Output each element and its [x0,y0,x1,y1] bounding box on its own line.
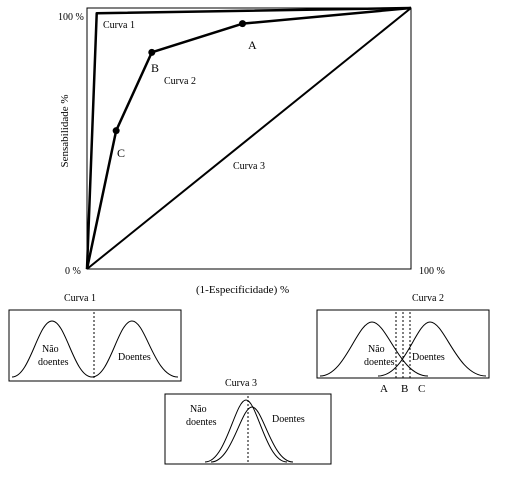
panel-curva2-nondiseased-line2: doentes [364,357,395,368]
panel-curva2-diseased-label: Doentes [412,352,445,363]
marker-c-dot [112,127,120,135]
x-axis-label: (1-Especificidade) % [196,284,289,296]
panel-curva2-distribution-nondiseased [319,321,429,377]
panel-curva3-nondiseased-line2: doentes [186,417,217,428]
panel-curva3-frame [164,393,332,465]
panel-curva2-cutoff-a-label: A [380,383,388,395]
panel-curva3-distribution-diseased [210,406,294,463]
panel-curva2-nondiseased-label: Não doentes [364,344,395,368]
origin-label: 0 % [65,266,81,277]
panel-curva2-title: Curva 2 [412,293,444,304]
panel-curva2-nondiseased-line1: Não [368,344,385,355]
panel-curva1-nondiseased-label: Não doentes [38,344,69,368]
panel-curva1-frame [8,309,182,382]
roc-curve-1-line [85,6,412,270]
marker-c-label: C [117,146,125,160]
curve-2-label: Curva 2 [164,76,196,87]
panel-curva3-diseased-label: Doentes [272,414,305,425]
panel-curva1-distribution-nondiseased [11,320,93,378]
y-top-label: 100 % [58,12,84,23]
panel-curva1-title: Curva 1 [64,293,96,304]
marker-a-dot [239,20,247,28]
panel-curva3-title: Curva 3 [225,378,257,389]
panel-curva2-distribution-diseased [377,321,487,377]
marker-a-label: A [248,38,257,52]
panel-curva1-nondiseased-line2: doentes [38,357,69,368]
roc-curve-3-line [86,7,412,270]
y-axis-label: Sensabilidade % [59,94,71,167]
panel-curva2-cutoff-b-label: B [401,383,408,395]
panel-curva3-nondiseased-label: Não doentes [186,404,217,428]
curve-1-label: Curva 1 [103,20,135,31]
roc-plot-frame [86,7,412,270]
panel-curva1-diseased-label: Doentes [118,352,151,363]
panel-curva2-cutoff-c-label: C [418,383,425,395]
panel-curva1-nondiseased-line1: Não [42,344,59,355]
marker-b-dot [148,48,156,56]
curve-3-label: Curva 3 [233,161,265,172]
x-right-label: 100 % [419,266,445,277]
panel-curva3-nondiseased-line1: Não [190,404,207,415]
panel-curva1-distribution-diseased [91,320,179,378]
panel-curva3-distribution-nondiseased [204,399,288,463]
marker-b-label: B [151,61,159,75]
